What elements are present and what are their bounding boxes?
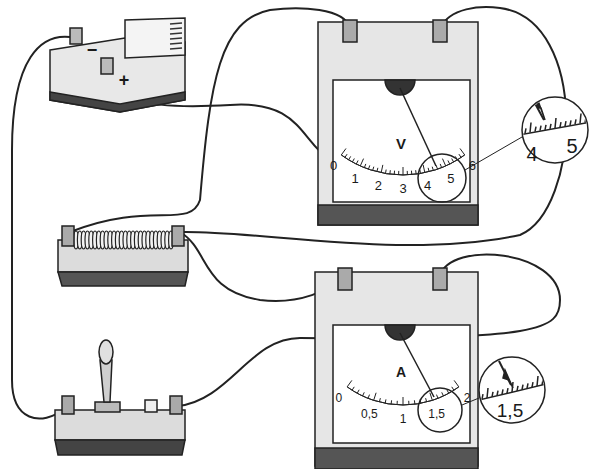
voltmeter: [318, 20, 594, 225]
zoom-scale-number: 4: [526, 144, 537, 164]
power-supply: [50, 18, 185, 112]
scale-number: 2: [464, 392, 471, 404]
scale-number: 1,5: [428, 408, 445, 420]
scale-number: 0,5: [361, 408, 378, 420]
terminal-sign: +: [119, 71, 130, 89]
switch: [55, 340, 185, 455]
wire: [180, 7, 566, 245]
scale-number: 1: [400, 413, 407, 425]
scale-number: 4: [424, 179, 431, 192]
ammeter: [315, 268, 580, 469]
unit-symbol: A: [396, 365, 406, 379]
scale-number: 0: [330, 159, 337, 172]
zoom-scale-number: 5: [566, 136, 577, 156]
resistor-coil: [58, 226, 188, 286]
scale-number: 2: [375, 179, 382, 192]
wires: [12, 7, 566, 419]
zoom-scale-number: 1,5: [497, 401, 523, 420]
scale-number: 1: [351, 171, 358, 184]
scale-number: 6: [469, 159, 476, 172]
terminal-sign: −: [87, 41, 98, 59]
scale-number: 5: [447, 171, 454, 184]
scale-number: 3: [399, 182, 406, 195]
unit-symbol: V: [396, 136, 406, 151]
scale-number: 0: [336, 392, 343, 404]
